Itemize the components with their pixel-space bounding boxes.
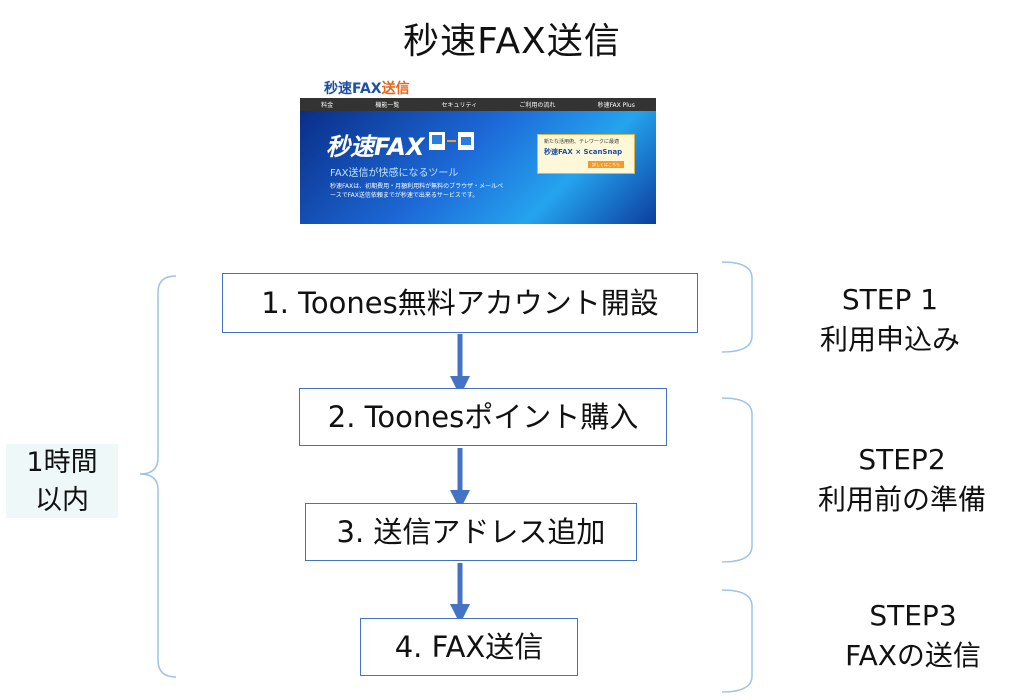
fax-device-icon [429, 132, 474, 150]
step-group-label-3: STEP3 FAXの送信 [810, 596, 1016, 676]
promo-banner: 新たな活用術、テレワークに最適 秒速FAX × ScanSnap 詳しくはこちら [537, 134, 635, 174]
step-group-3-title: STEP3 [869, 599, 957, 632]
step-group-label-1: STEP 1 利用申込み [780, 280, 1000, 360]
time-estimate-line-1: 1時間 [26, 447, 98, 478]
step-group-label-2: STEP2 利用前の準備 [784, 440, 1020, 520]
step-box-1: 1. Toones無料アカウント開設 [222, 273, 698, 333]
site-nav-item: 料金 [321, 102, 334, 109]
promo-main-text: 秒速FAX × ScanSnap [544, 148, 623, 156]
bracket-total [139, 275, 177, 678]
step-group-2-title: STEP2 [858, 443, 946, 476]
site-hero: 秒速FAX FAX送信が快感になるツール 秒速FAXは、初期費用・月額利用料が無… [300, 111, 656, 224]
step-group-3-caption: FAXの送信 [845, 639, 981, 672]
promo-button: 詳しくはこちら [588, 161, 624, 168]
bracket-step1 [721, 261, 753, 353]
site-nav-item: ご利用の流れ [519, 102, 556, 109]
step-group-2-caption: 利用前の準備 [817, 483, 986, 516]
site-preview-image: 秒速FAX送信 料金 機能一覧 セキュリティ ご利用の流れ 秒速FAX Plus… [300, 74, 656, 224]
step-box-4: 4. FAX送信 [360, 618, 578, 676]
site-nav-item: 秒速FAX Plus [597, 102, 635, 109]
bracket-step2 [721, 397, 753, 563]
step-box-3: 3. 送信アドレス追加 [305, 503, 637, 561]
bracket-step3 [721, 589, 753, 693]
hero-subtitle: FAX送信が快感になるツール [330, 168, 459, 179]
site-nav-item: セキュリティ [441, 102, 478, 109]
hero-description: 秒速FAXは、初期費用・月額利用料が無料のブラウザ・メールベースでFAX送信依頼… [330, 183, 504, 199]
site-nav: 料金 機能一覧 セキュリティ ご利用の流れ 秒速FAX Plus [300, 98, 656, 111]
step-group-1-title: STEP 1 [841, 283, 939, 316]
site-nav-item: 機能一覧 [375, 102, 400, 109]
site-header: 秒速FAX送信 [300, 74, 656, 98]
time-estimate-label: 1時間 以内 [6, 444, 118, 518]
promo-top-text: 新たな活用術、テレワークに最適 [544, 139, 620, 145]
time-estimate-line-2: 以内 [35, 485, 89, 516]
site-logo: 秒速FAX送信 [324, 81, 410, 97]
diagram-title: 秒速FAX送信 [403, 21, 621, 62]
hero-logo: 秒速FAX [326, 133, 425, 161]
step-group-1-caption: 利用申込み [819, 323, 960, 356]
step-box-2: 2. Toonesポイント購入 [299, 388, 667, 446]
